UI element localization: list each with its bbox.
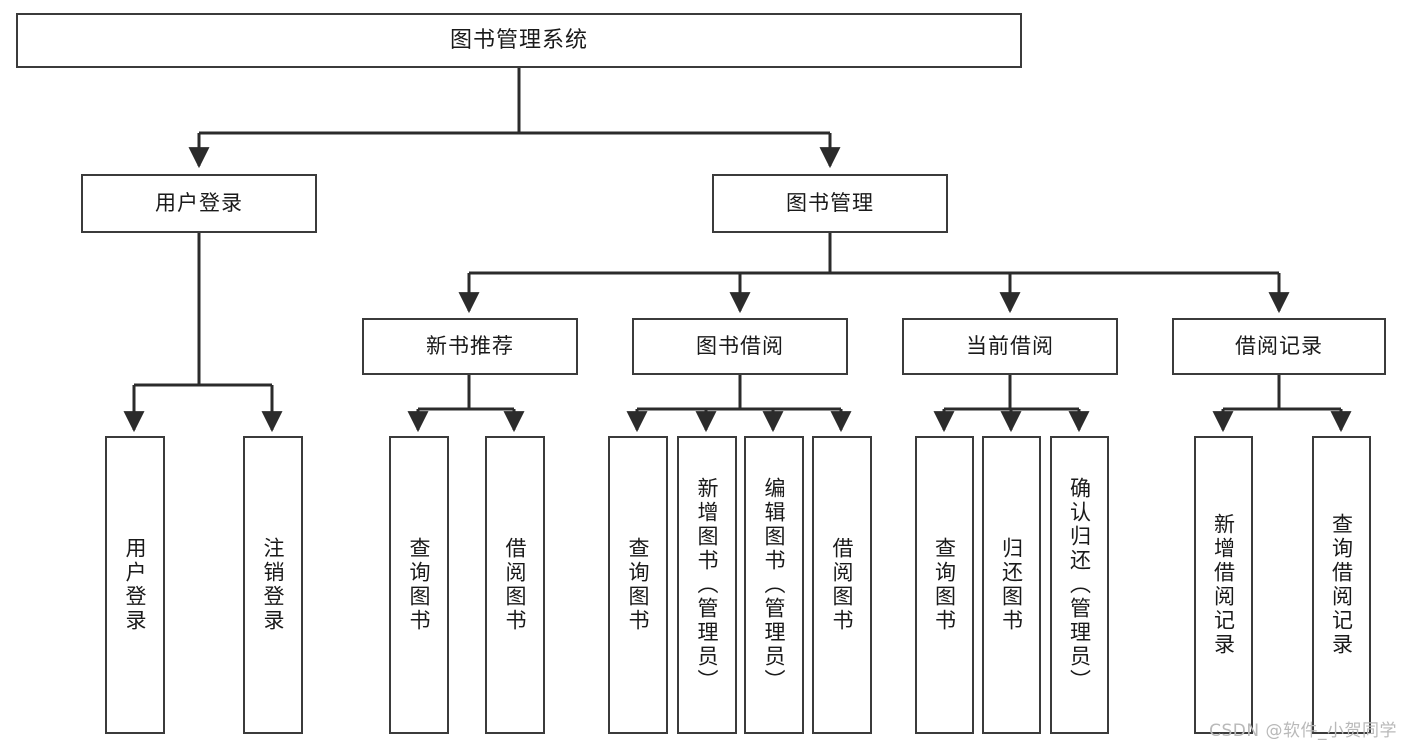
node-label: 新书推荐 (426, 334, 514, 359)
node-leaf-edit-book-admin[interactable]: 编辑图书（管理员） (744, 436, 804, 734)
node-book-management[interactable]: 图书管理 (712, 174, 948, 233)
node-leaf-add-book-admin[interactable]: 新增图书（管理员） (677, 436, 737, 734)
node-borrow-record[interactable]: 借阅记录 (1172, 318, 1386, 375)
node-label: 借阅图书 (503, 537, 528, 633)
node-label: 查询图书 (932, 537, 957, 633)
node-label: 用户登录 (155, 191, 243, 216)
node-leaf-borrow-book-recommend[interactable]: 借阅图书 (485, 436, 545, 734)
node-label: 当前借阅 (966, 334, 1054, 359)
node-label: 图书管理系统 (449, 27, 588, 53)
node-label: 查询图书 (626, 537, 651, 633)
node-label: 图书管理 (786, 191, 874, 216)
node-book-borrow[interactable]: 图书借阅 (632, 318, 848, 375)
node-new-book-recommend[interactable]: 新书推荐 (362, 318, 578, 375)
node-leaf-query-book-current[interactable]: 查询图书 (915, 436, 974, 734)
node-label: 注销登录 (261, 537, 286, 633)
node-label: 图书借阅 (696, 334, 784, 359)
node-root-book-management-system[interactable]: 图书管理系统 (16, 13, 1022, 68)
node-label: 借阅图书 (830, 537, 855, 633)
node-label: 编辑图书（管理员） (762, 477, 787, 693)
node-leaf-add-borrow-record[interactable]: 新增借阅记录 (1194, 436, 1253, 734)
node-leaf-query-book-borrow[interactable]: 查询图书 (608, 436, 668, 734)
node-leaf-query-borrow-record[interactable]: 查询借阅记录 (1312, 436, 1371, 734)
node-label: 新增借阅记录 (1211, 513, 1236, 657)
node-label: 新增图书（管理员） (695, 477, 720, 693)
node-label: 归还图书 (999, 537, 1024, 633)
node-leaf-logout-login[interactable]: 注销登录 (243, 436, 303, 734)
node-label: 用户登录 (123, 537, 148, 633)
node-user-login[interactable]: 用户登录 (81, 174, 317, 233)
node-leaf-confirm-return-admin[interactable]: 确认归还（管理员） (1050, 436, 1109, 734)
node-label: 确认归还（管理员） (1067, 477, 1092, 693)
node-label: 查询借阅记录 (1329, 513, 1354, 657)
node-leaf-user-login[interactable]: 用户登录 (105, 436, 165, 734)
node-leaf-return-book[interactable]: 归还图书 (982, 436, 1041, 734)
node-label: 查询图书 (407, 537, 432, 633)
node-label: 借阅记录 (1235, 334, 1323, 359)
node-current-borrow[interactable]: 当前借阅 (902, 318, 1118, 375)
node-leaf-borrow-book[interactable]: 借阅图书 (812, 436, 872, 734)
node-leaf-query-book-recommend[interactable]: 查询图书 (389, 436, 449, 734)
